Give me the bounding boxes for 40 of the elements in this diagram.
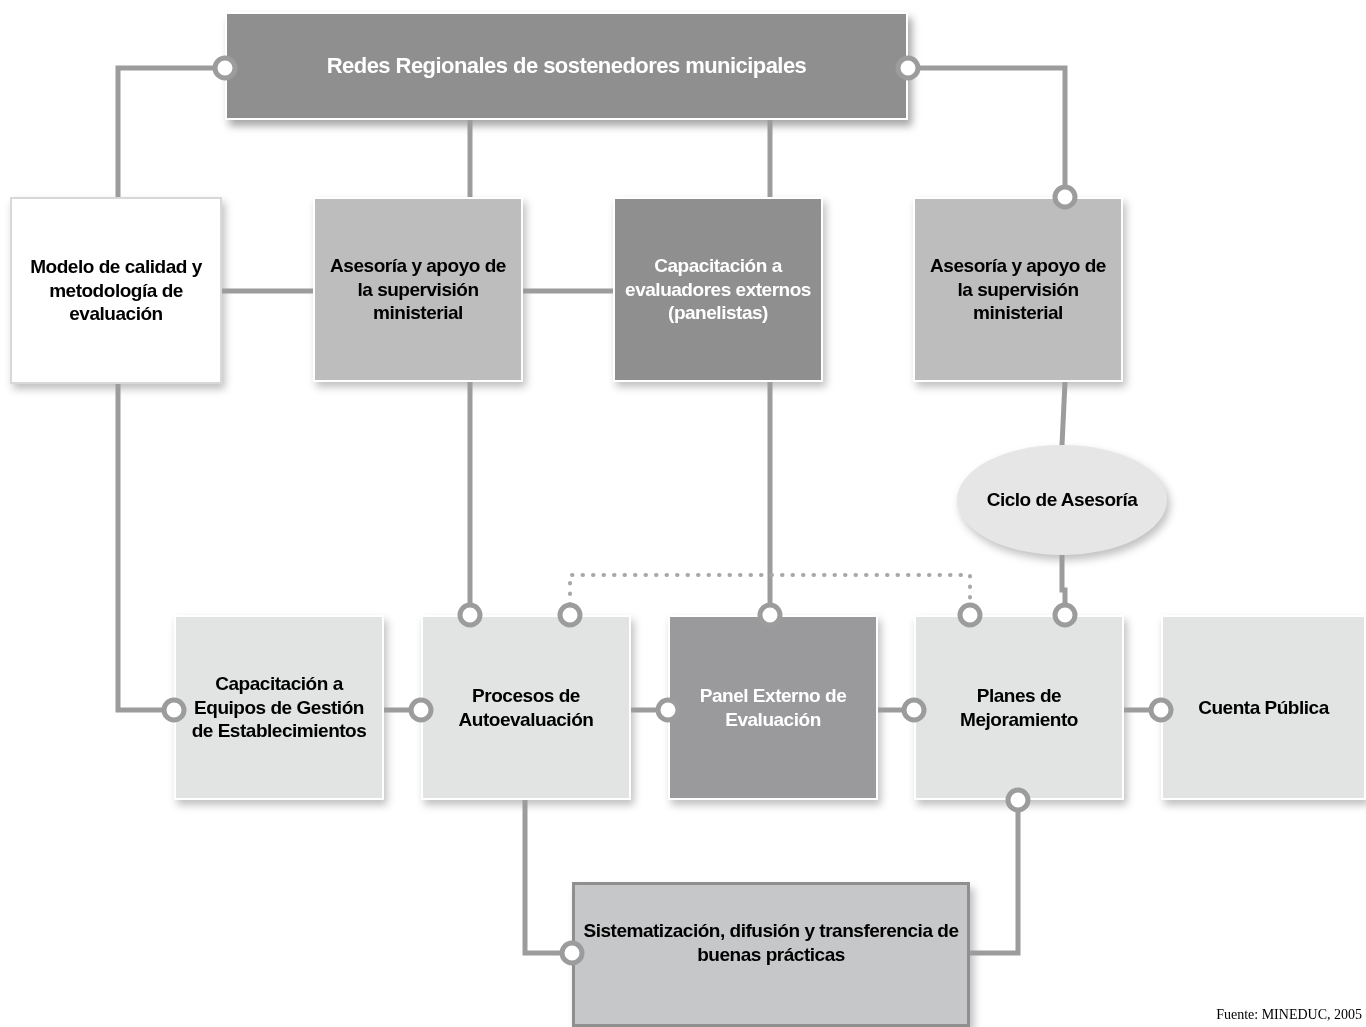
box-label: Asesoría y apoyo de la supervisión ministerial: [929, 253, 1107, 326]
box-label: Panel Externo de Evaluación: [698, 683, 848, 732]
connector-line: [115, 384, 187, 723]
process-box: [1161, 615, 1366, 800]
connector-line: [457, 382, 483, 628]
dotted-connector: [557, 573, 983, 628]
box-label: Planes de Mejoramiento: [959, 683, 1079, 732]
connector-line: [522, 800, 585, 966]
process-box: [174, 615, 384, 800]
connector-line: [467, 120, 473, 197]
process-box: [668, 615, 878, 800]
box-label: Capacitación a evaluadores externos (panelistas): [624, 253, 812, 326]
process-box: [613, 197, 823, 382]
connector-line: [222, 288, 313, 294]
connector-line: [895, 55, 1078, 210]
connector-line: [970, 787, 1031, 956]
connector-line: [115, 55, 238, 197]
connector-line: [1059, 381, 1068, 446]
connector-line: [1052, 555, 1078, 628]
process-box: [913, 197, 1123, 382]
process-box: [10, 197, 222, 384]
process-box: [572, 882, 970, 1027]
connector-line: [523, 288, 613, 294]
process-box: [313, 197, 523, 382]
connector-line: [1124, 697, 1174, 723]
box-label: Procesos de Autoevaluación: [457, 683, 595, 732]
box-label: Redes Regionales de sostenedores municipales: [325, 52, 808, 80]
box-label: Capacitación a Equipos de Gestión de Establecimientos: [190, 671, 368, 744]
connector-line: [878, 697, 927, 723]
box-label: Asesoría y apoyo de la supervisión ministerial: [329, 253, 507, 326]
box-label: Modelo de calidad y metodología de evaluación: [29, 254, 203, 327]
process-box: [421, 615, 631, 800]
connector-line: [767, 120, 773, 197]
box-label: Ciclo de Asesoría: [985, 488, 1139, 512]
title-banner: [225, 12, 908, 120]
box-label: Sistematización, difusión y transferencia de buenas prácticas: [582, 918, 960, 967]
process-box: [914, 615, 1124, 800]
box-label: Cuenta Pública: [1197, 695, 1331, 720]
connector-line: [384, 697, 434, 723]
source-note: Fuente: MINEDUC, 2005: [1216, 1006, 1362, 1024]
